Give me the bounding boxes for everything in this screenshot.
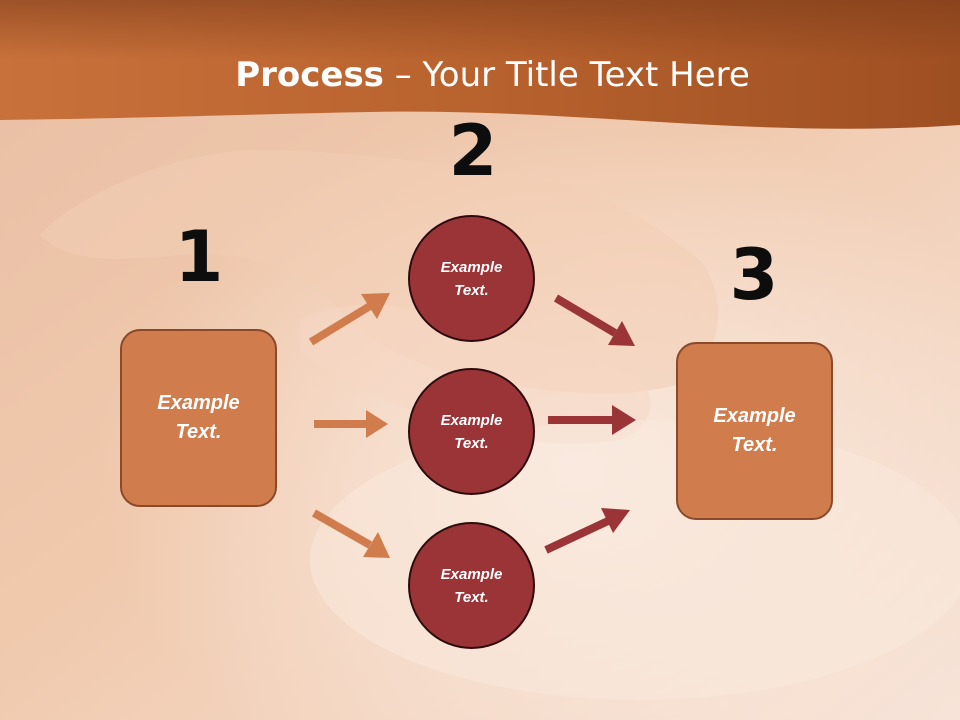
circle-text-line1: Example: [440, 411, 503, 429]
process-circle-3: Example Text.: [408, 522, 535, 649]
box-text-line1: Example: [157, 392, 240, 414]
arrow-from-circle-2: [548, 405, 636, 435]
process-circle-1: Example Text.: [408, 215, 535, 342]
step-number-1: 1: [174, 216, 224, 298]
step-number-3: 3: [729, 234, 779, 316]
step-number-2: 2: [448, 110, 498, 192]
arrow-to-circle-2: [314, 410, 388, 438]
circle-text-line2: Text.: [454, 281, 489, 299]
process-circle-2: Example Text.: [408, 368, 535, 495]
slide-title: Process – Your Title Text Here: [0, 52, 960, 98]
circle-text-line1: Example: [440, 258, 503, 276]
circle-text-line2: Text.: [454, 588, 489, 606]
box-text-line1: Example: [713, 405, 796, 427]
title-rest: – Your Title Text Here: [383, 55, 750, 95]
box-text-line2: Text.: [731, 434, 778, 456]
box-text-line2: Text.: [175, 421, 222, 443]
arrow-from-circle-1: [553, 294, 635, 346]
arrow-to-circle-1: [308, 293, 390, 346]
circle-text-line2: Text.: [454, 434, 489, 452]
process-box-right: Example Text.: [676, 342, 833, 520]
process-box-left: Example Text.: [120, 329, 277, 507]
title-bold: Process: [235, 55, 384, 95]
circle-text-line1: Example: [440, 565, 503, 583]
arrow-from-circle-3: [544, 508, 630, 554]
arrow-to-circle-3: [312, 509, 390, 558]
